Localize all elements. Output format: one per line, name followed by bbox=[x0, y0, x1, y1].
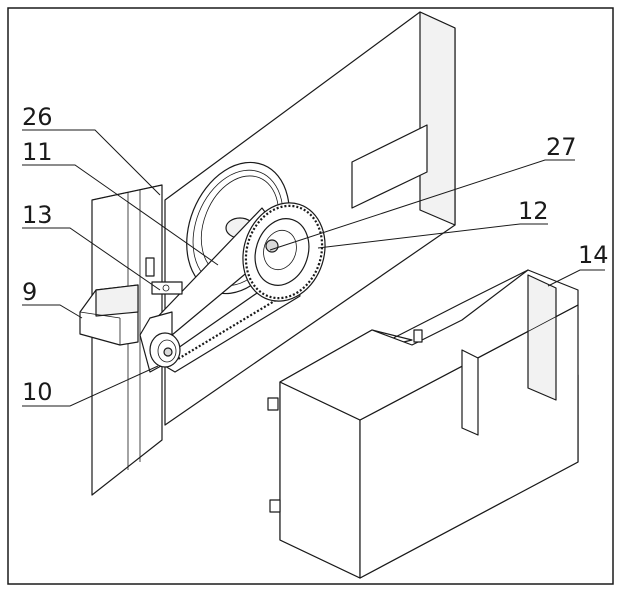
large-pulley bbox=[242, 202, 326, 302]
label-27: 27 bbox=[546, 133, 577, 161]
label-13: 13 bbox=[22, 201, 53, 229]
label-11: 11 bbox=[22, 138, 53, 166]
bracket bbox=[145, 257, 183, 295]
cover-box bbox=[267, 269, 579, 579]
label-10: 10 bbox=[22, 378, 53, 406]
motor bbox=[79, 284, 139, 346]
label-26: 26 bbox=[22, 103, 53, 131]
label-9: 9 bbox=[22, 278, 37, 306]
plate-window bbox=[351, 124, 428, 209]
label-12: 12 bbox=[518, 197, 549, 225]
small-pulley bbox=[149, 332, 181, 368]
label-14: 14 bbox=[578, 241, 609, 269]
drawing-border bbox=[7, 7, 614, 585]
leader-lines bbox=[22, 129, 605, 407]
